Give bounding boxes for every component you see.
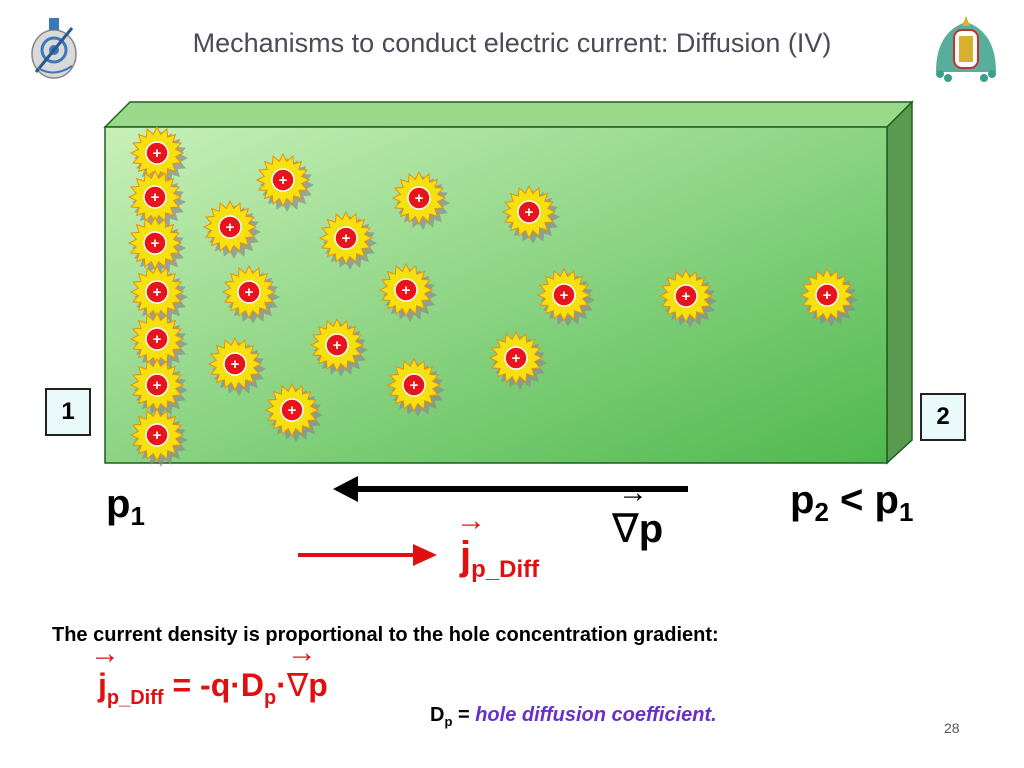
hole-8: + <box>127 215 186 275</box>
hole-19: + <box>386 357 445 417</box>
current-density-label: →jp_Diff <box>456 504 540 583</box>
slab-top-face <box>103 101 914 128</box>
region-2-label: 2 <box>920 393 966 441</box>
gradient-p-label: →∇p <box>612 476 664 551</box>
hole-sign: + <box>560 287 569 304</box>
hole-sign: + <box>402 282 411 299</box>
vector-arrow-icon: → <box>286 636 317 669</box>
hole-sign: + <box>682 288 691 305</box>
slide-title: Mechanisms to conduct electric current: … <box>192 28 832 58</box>
hole-sign: + <box>226 219 235 236</box>
hole-14: + <box>799 267 858 327</box>
p2-concentration-label: p2 < p1 <box>790 478 914 527</box>
diffusion-coefficient-definition: Dp = hole diffusion coefficient. <box>430 704 717 729</box>
hole-sign: + <box>231 356 240 373</box>
hole-11: + <box>378 262 437 322</box>
hole-4: + <box>501 184 560 244</box>
hole-3: + <box>391 170 450 230</box>
vector-arrow-icon: → <box>456 504 486 537</box>
hole-sign: + <box>245 284 254 301</box>
hole-sign: + <box>342 230 351 247</box>
hole-sign: + <box>279 172 288 189</box>
hole-sign: + <box>410 377 419 394</box>
hole-sign: + <box>415 190 424 207</box>
hole-17: + <box>207 336 266 396</box>
vector-arrow-icon: → <box>618 476 648 509</box>
hole-sign: + <box>823 287 832 304</box>
hole-sign: + <box>288 402 297 419</box>
page-number: 28 <box>944 720 960 736</box>
diffusion-current-equation: →jp_Diff = -q·Dp·→∇p <box>90 636 328 709</box>
proportionality-statement: The current density is proportional to t… <box>52 624 719 646</box>
hole-sign: + <box>151 189 160 206</box>
engineering-logo-icon <box>31 18 77 79</box>
p1-concentration-label: p1 <box>106 482 145 531</box>
region-1-label: 1 <box>45 388 91 436</box>
hole-5: + <box>127 169 186 229</box>
hole-sign: + <box>151 235 160 252</box>
university-crest-icon <box>936 16 996 82</box>
hole-7: + <box>318 210 377 270</box>
hole-16: + <box>309 317 368 377</box>
slab-side-face <box>886 100 913 465</box>
hole-sign: + <box>153 284 162 301</box>
hole-18: + <box>488 330 547 390</box>
hole-sign: + <box>153 331 162 348</box>
hole-2: + <box>255 152 314 212</box>
hole-22: + <box>129 407 188 467</box>
hole-21: + <box>264 382 323 442</box>
hole-sign: + <box>153 377 162 394</box>
hole-sign: + <box>333 337 342 354</box>
hole-sign: + <box>512 350 521 367</box>
hole-sign: + <box>153 145 162 162</box>
hole-13: + <box>658 268 717 328</box>
hole-15: + <box>129 311 188 371</box>
hole-12: + <box>536 267 595 327</box>
hole-9: + <box>129 264 188 324</box>
vector-arrow-icon: → <box>90 637 120 670</box>
hole-6: + <box>202 199 261 259</box>
slab-front-face <box>104 126 888 464</box>
hole-sign: + <box>525 204 534 221</box>
hole-sign: + <box>153 427 162 444</box>
gradient-arrow-head <box>333 476 358 502</box>
hole-1: + <box>129 125 188 185</box>
hole-10: + <box>221 264 280 324</box>
hole-20: + <box>129 357 188 417</box>
current-arrow-head <box>413 544 437 566</box>
